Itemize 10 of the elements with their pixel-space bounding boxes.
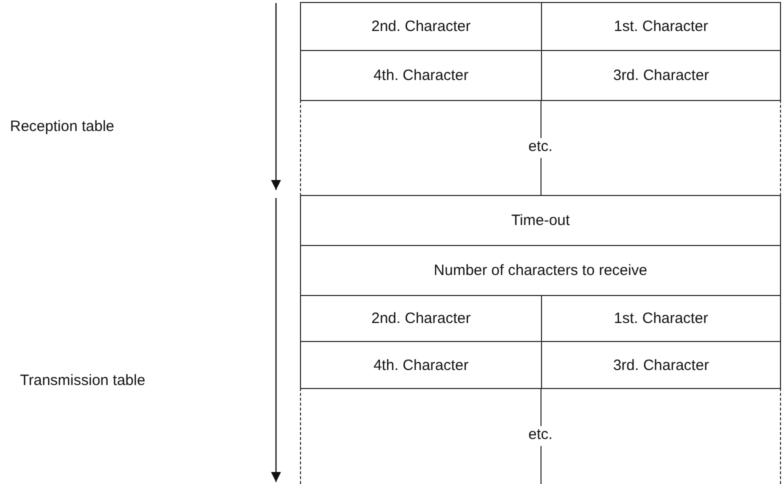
table-cell: 4th. Character bbox=[300, 50, 542, 101]
table-cell: 3rd. Character bbox=[541, 341, 781, 389]
table-cell: 1st. Character bbox=[541, 2, 781, 51]
table-name: Transmission table bbox=[20, 372, 146, 389]
table-cell: Time-out bbox=[300, 195, 781, 246]
table-cell: Number of characters to receive bbox=[300, 245, 781, 296]
table-cell: 4th. Character bbox=[300, 341, 542, 389]
table-cell: 3rd. Character bbox=[541, 50, 781, 101]
table-cell: 2nd. Character bbox=[300, 2, 542, 51]
table-name: Reception table bbox=[10, 118, 114, 135]
